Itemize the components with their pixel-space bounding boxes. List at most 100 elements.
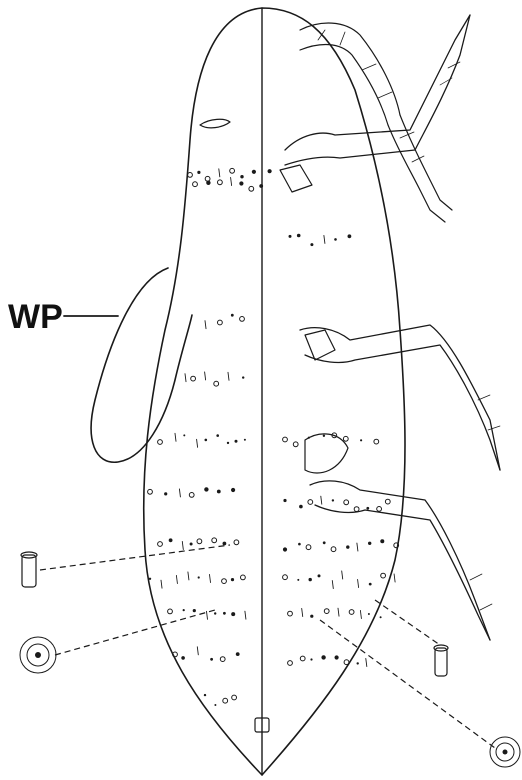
- pore-dot: [321, 655, 325, 659]
- pore-dot: [369, 583, 372, 586]
- pore-ring: [148, 489, 153, 494]
- pore-ring: [300, 656, 305, 661]
- seta: [302, 609, 303, 617]
- pore-ring: [288, 611, 293, 616]
- pore-ring: [220, 657, 225, 662]
- pore-ring: [343, 436, 348, 441]
- pore-dot: [310, 615, 313, 618]
- pore-ring: [234, 540, 239, 545]
- pore-dot: [231, 488, 235, 492]
- dorsal-pore-pattern: [148, 168, 399, 706]
- pore-ring: [205, 176, 210, 181]
- pore-pointer-left: [55, 610, 215, 655]
- pore-dot: [368, 542, 371, 545]
- pore-dot: [227, 442, 229, 444]
- seta: [176, 576, 177, 584]
- pore-dot: [223, 612, 226, 615]
- pore-ring: [212, 538, 217, 543]
- seta: [219, 169, 220, 177]
- pore-dot: [346, 545, 349, 548]
- seta: [205, 321, 206, 329]
- pore-ring: [324, 609, 329, 614]
- pore-dot: [283, 547, 287, 551]
- seta: [366, 659, 367, 667]
- tubular-duct-enlarged-right: [434, 645, 448, 676]
- seta: [338, 608, 339, 616]
- pore-dot: [380, 616, 382, 618]
- pore-ring: [241, 575, 246, 580]
- seta: [357, 543, 358, 551]
- pore-dot: [357, 662, 359, 664]
- seta: [197, 439, 198, 447]
- pore-ring: [385, 499, 390, 504]
- pore-dot: [283, 499, 286, 502]
- pore-dot: [252, 170, 256, 174]
- seta: [182, 542, 183, 550]
- pore-ring: [197, 539, 202, 544]
- pore-ring: [218, 320, 223, 325]
- pore-dot: [308, 437, 310, 439]
- pore-dot: [366, 507, 369, 510]
- pore-dot: [231, 578, 234, 581]
- pore-dot: [297, 579, 299, 581]
- pore-dot: [204, 487, 208, 491]
- pore-dot: [169, 538, 173, 542]
- pore-dot: [210, 658, 213, 661]
- seta: [342, 571, 343, 579]
- pore-dot: [348, 234, 352, 238]
- pore-dot: [183, 434, 185, 436]
- pore-ring: [168, 609, 173, 614]
- pore-ring: [191, 376, 196, 381]
- pore-dot: [149, 578, 151, 580]
- pore-dot: [183, 609, 185, 611]
- tubular-duct-pointer-left: [40, 545, 230, 570]
- pore-dot: [310, 243, 313, 246]
- pore-dot: [242, 376, 244, 378]
- pore-dot: [205, 439, 208, 442]
- seta: [185, 374, 186, 382]
- pore-dot: [198, 576, 200, 578]
- pore-ring: [189, 493, 194, 498]
- pore-dot: [268, 169, 272, 173]
- pore-dot: [240, 175, 243, 178]
- pore-dot: [309, 578, 312, 581]
- pore-ring: [331, 547, 336, 552]
- pore-dot: [310, 658, 312, 660]
- pore-ring: [230, 168, 235, 173]
- pore-dot: [235, 440, 238, 443]
- seta: [228, 372, 229, 380]
- pore-dot: [297, 234, 301, 238]
- pore-dot: [360, 439, 362, 441]
- tubular-duct-enlarged-left: [21, 552, 37, 587]
- pore-dot: [335, 655, 339, 659]
- pore-dot: [214, 704, 216, 706]
- seta: [360, 611, 361, 619]
- pore-dot: [239, 181, 243, 185]
- pore-dot: [231, 612, 235, 616]
- pore-ring: [374, 439, 379, 444]
- middle-leg: [300, 325, 500, 470]
- pore-dot: [323, 541, 326, 544]
- wax-plate-lobe: [91, 268, 192, 462]
- seta: [394, 574, 395, 582]
- pore-ring: [240, 317, 245, 322]
- seta: [231, 178, 232, 186]
- pore-dot: [181, 656, 185, 660]
- pore-ring: [249, 186, 254, 191]
- pore-ring: [218, 180, 223, 185]
- seta: [332, 581, 333, 589]
- seta: [324, 235, 325, 243]
- pore-dot: [190, 543, 193, 546]
- pore-dot: [216, 434, 219, 437]
- pore-ring: [283, 437, 288, 442]
- seta: [161, 580, 162, 588]
- pore-dot: [193, 609, 196, 612]
- seta: [188, 572, 189, 580]
- pore-ring: [381, 573, 386, 578]
- pore-dot: [204, 694, 206, 696]
- pore-ring: [344, 500, 349, 505]
- pore-pointer-right: [320, 620, 495, 748]
- pore-ring: [354, 507, 359, 512]
- pore-ring: [288, 661, 293, 666]
- pore-ring: [308, 500, 313, 505]
